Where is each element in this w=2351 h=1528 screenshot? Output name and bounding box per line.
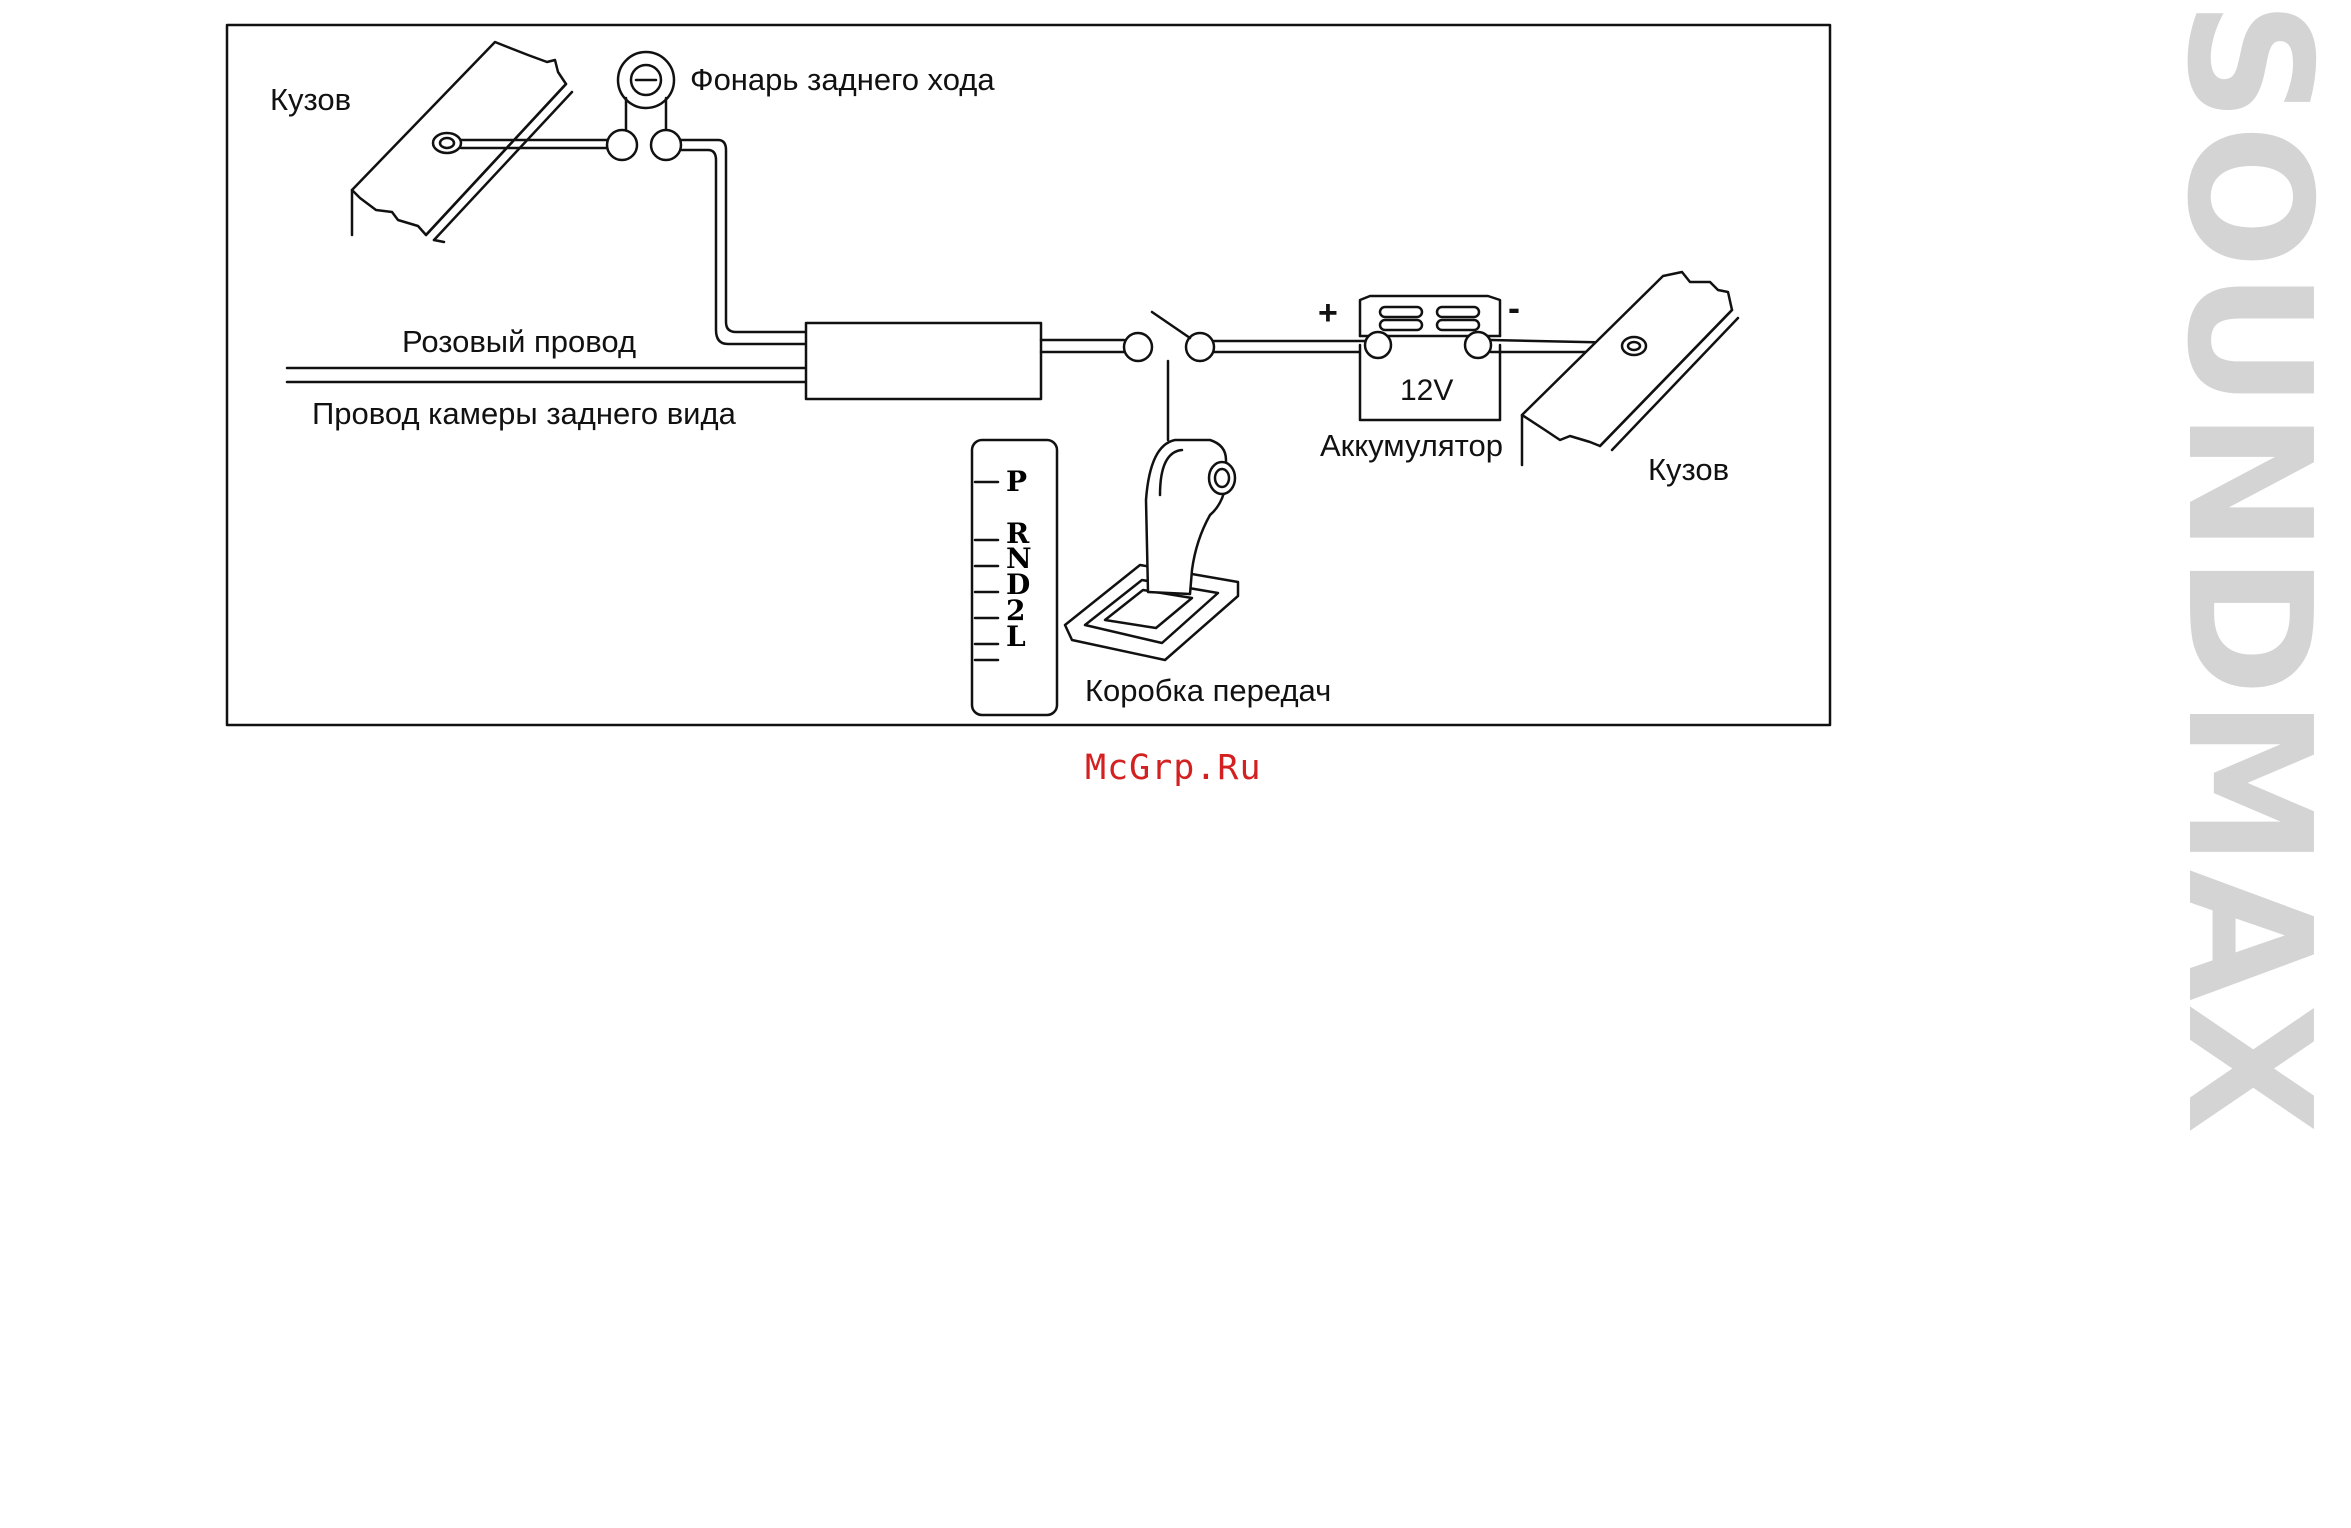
label-body-left: Кузов <box>270 84 351 115</box>
reverse-light-wire <box>681 140 806 332</box>
label-minus: - <box>1508 290 1520 326</box>
control-module <box>806 323 1041 399</box>
label-reverse-light: Фонарь заднего хода <box>690 64 995 95</box>
label-battery: Аккумулятор <box>1320 430 1503 461</box>
label-pink-wire: Розовый провод <box>402 326 636 357</box>
gear-shifter <box>1065 440 1238 660</box>
label-plus: + <box>1318 296 1338 330</box>
reverse-switch <box>1124 312 1214 440</box>
label-camera-wire: Провод камеры заднего вида <box>312 398 736 429</box>
watermark-text: McGrp.Ru <box>1085 748 1262 788</box>
reverse-light-bulb <box>607 52 681 160</box>
car-body-right <box>1522 272 1738 465</box>
gear-p: P <box>1006 468 1027 496</box>
brand-logo: SOUNDMAX <box>2158 0 2338 1380</box>
car-body-left <box>352 42 572 242</box>
label-body-right: Кузов <box>1648 454 1729 485</box>
gear-l: L <box>1006 623 1026 651</box>
label-battery-voltage: 12V <box>1400 376 1453 406</box>
label-gearbox: Коробка передач <box>1085 675 1331 706</box>
